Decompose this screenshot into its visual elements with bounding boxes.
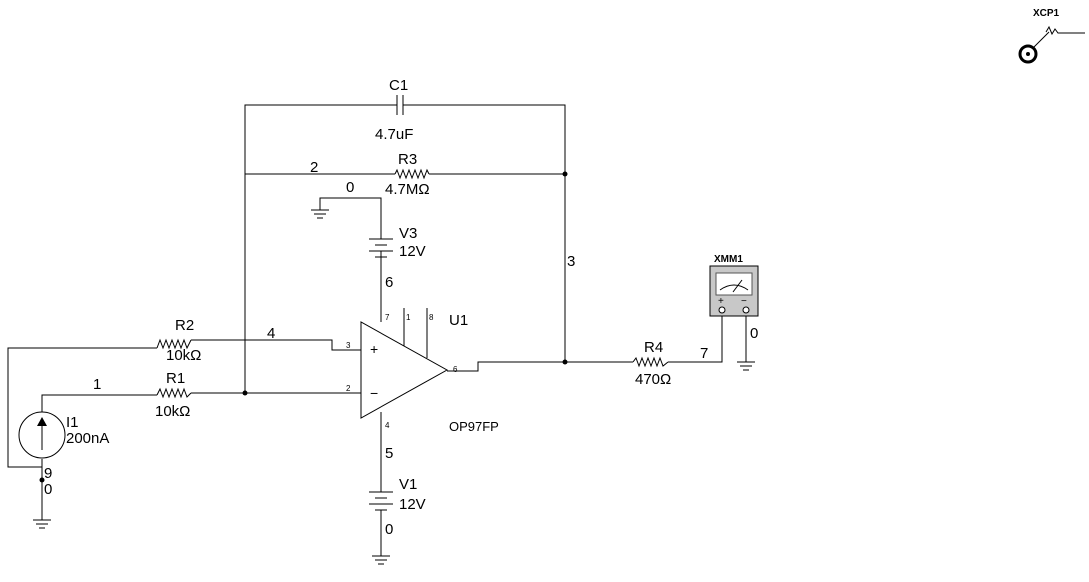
wire-out-r4 [447,361,633,372]
r4-name: R4 [644,339,663,356]
ground-symbol [737,361,755,371]
ground-symbol [311,209,329,219]
net-label: 7 [700,345,708,362]
pin-1: 1 [406,313,411,322]
resistor-zigzag [156,387,192,399]
resistor-zigzag [156,338,192,350]
r1-name: R1 [166,370,185,387]
junction-dot [562,359,568,365]
battery-v1[interactable]: V1 12V [369,476,426,513]
ground-symbol [372,555,390,565]
probe-xcp1[interactable]: XCP1 [1018,8,1085,64]
junction-dot [39,477,45,483]
wire-gnd-v3 [319,197,382,239]
pin-3: 3 [346,341,351,350]
i1-value: 200nA [66,430,109,447]
net-label: 3 [567,253,575,270]
terminal-minus-icon[interactable] [742,306,750,314]
terminal-plus-icon[interactable] [718,306,726,314]
resistor-r2[interactable]: R2 10kΩ [156,317,201,364]
r4-value: 470Ω [635,371,671,388]
opamp-plus-symbol: + [370,341,378,357]
opamp-u1[interactable]: + − 7 1 8 3 2 6 4 U1 OP97FP [346,308,499,434]
pin-2: 2 [346,384,351,393]
net-labels: 0 2 3 4 1 6 5 7 9 0 0 0 [44,159,758,538]
probe-dot-icon [1026,52,1030,56]
v1-name: V1 [399,476,417,493]
u1-model: OP97FP [449,419,499,434]
ground-symbol [33,519,51,529]
wire-c1-left [244,104,397,393]
multimeter-minus: − [741,296,747,307]
pin-4: 4 [385,421,390,430]
net-label: 0 [750,325,758,342]
meter-needle-icon [732,279,743,293]
net-label: 1 [93,376,101,393]
wires [7,104,747,556]
xmm1-name: XMM1 [714,254,743,265]
v3-value: 12V [399,243,426,260]
junction-dot [562,171,568,177]
wire-r4-xmm1 [668,316,723,363]
net-label: 0 [385,521,393,538]
net-label: 5 [385,445,393,462]
net-label: 0 [346,179,354,196]
r3-value: 4.7MΩ [385,181,430,198]
multimeter-plus: + [718,296,724,307]
i1-name: I1 [66,414,79,431]
wire-i1-r1 [41,394,157,412]
junction-dot [242,390,248,396]
c1-name: C1 [389,77,408,94]
probe-lead-icon [1033,31,1050,48]
probe-wave-icon [1045,25,1085,36]
u1-name: U1 [449,312,468,329]
net-label: 9 [44,465,52,482]
meter-scale-icon [719,284,749,291]
r2-name: R2 [175,317,194,334]
resistor-r4[interactable]: R4 470Ω [632,339,671,388]
resistor-zigzag [394,168,430,180]
wire-c1-right [403,104,566,362]
current-source-i1[interactable]: I1 200nA [18,411,109,459]
wire-r2-pin3 [191,339,361,351]
opamp-minus-symbol: − [370,385,378,401]
net-label: 6 [385,274,393,291]
net-label: 4 [267,325,275,342]
net-label: 2 [310,159,318,176]
multimeter-xmm1[interactable]: XMM1 + − [709,254,759,317]
wire-i1-r2 [7,347,157,468]
resistor-r1[interactable]: R1 10kΩ [155,370,192,420]
r1-value: 10kΩ [155,403,190,420]
junctions [39,171,568,483]
pin-6: 6 [453,365,458,374]
pin-7: 7 [385,313,390,322]
r3-name: R3 [398,151,417,168]
multimeter-display [715,272,753,296]
resistor-zigzag [632,356,669,368]
xcp1-name: XCP1 [1033,8,1060,19]
resistor-r3[interactable]: R3 4.7MΩ [385,151,430,198]
r2-value: 10kΩ [166,347,201,364]
current-arrow-icon [37,417,47,426]
v3-name: V3 [399,225,417,242]
pin-8: 8 [429,313,434,322]
v1-value: 12V [399,496,426,513]
current-source-body [18,411,66,459]
net-label: 0 [44,481,52,498]
capacitor-c1[interactable]: C1 4.7uF [375,77,413,143]
probe-ring-icon [1018,44,1038,64]
c1-value: 4.7uF [375,126,413,143]
battery-v3[interactable]: V3 12V [369,225,426,263]
